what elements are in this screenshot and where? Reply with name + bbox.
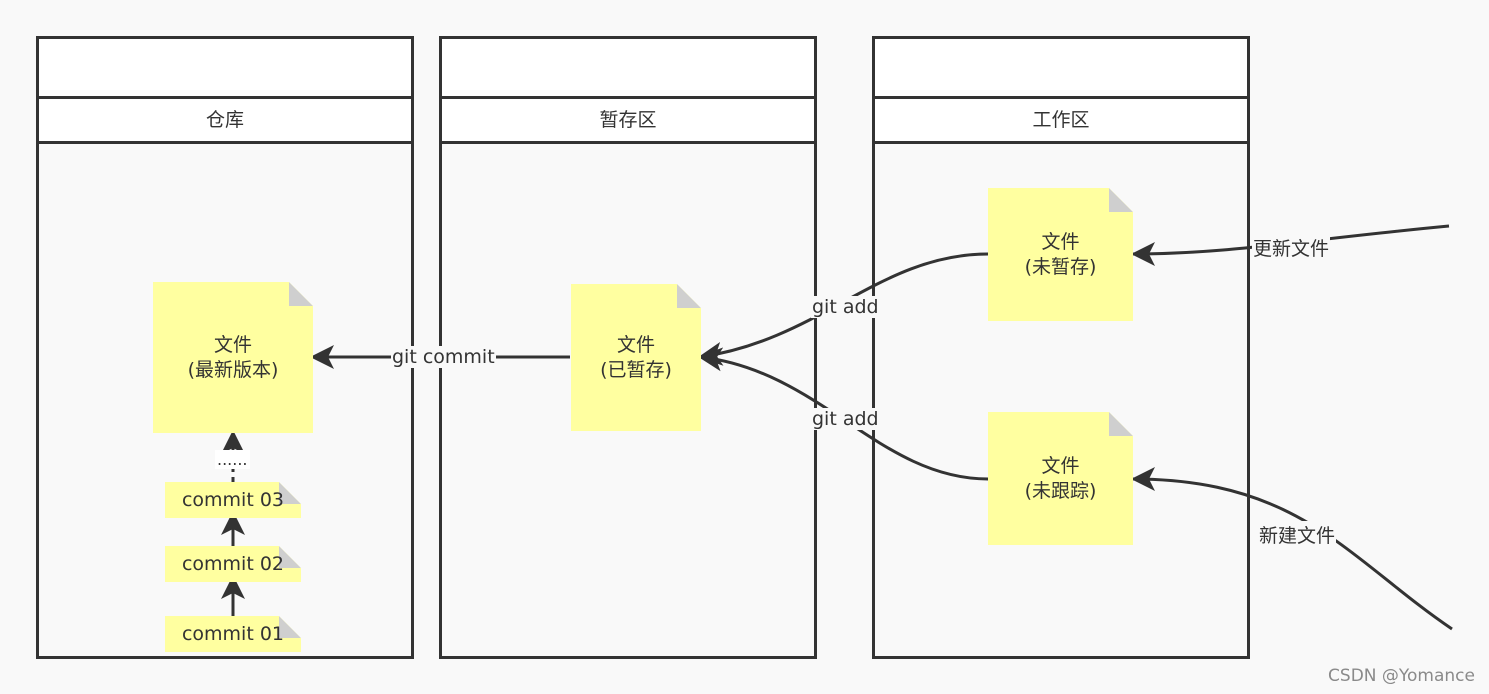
new-file-label: 新建文件 bbox=[1258, 521, 1337, 548]
working-panel: 工作区 bbox=[872, 36, 1250, 659]
commit-01-note: commit 01 bbox=[165, 616, 301, 652]
repo-latest-file-note: 文件 (最新版本) bbox=[153, 282, 313, 433]
staging-panel-title: 暂存区 bbox=[442, 99, 814, 144]
note-line-1: 文件 bbox=[1041, 230, 1080, 253]
note-line-1: 文件 bbox=[1041, 454, 1080, 477]
git-add-untracked-label: git add bbox=[811, 408, 880, 430]
note-text: 文件 (未暂存) bbox=[988, 230, 1133, 280]
repository-panel-title: 仓库 bbox=[39, 99, 411, 144]
watermark: CSDN @Yomance bbox=[1328, 666, 1475, 686]
commit-02-note: commit 02 bbox=[165, 546, 301, 582]
note-text: 文件 (最新版本) bbox=[153, 333, 313, 383]
note-line-1: 文件 bbox=[213, 333, 252, 356]
note-line-2: (未暂存) bbox=[1024, 255, 1097, 278]
working-panel-title: 工作区 bbox=[875, 99, 1247, 144]
git-add-unstaged-label: git add bbox=[811, 296, 880, 318]
note-text: 文件 (已暂存) bbox=[571, 333, 701, 383]
staged-file-note: 文件 (已暂存) bbox=[571, 284, 701, 431]
panel-header-blank bbox=[875, 39, 1247, 99]
commit-label: commit 03 bbox=[181, 489, 285, 511]
commit-label: commit 02 bbox=[181, 553, 285, 575]
panel-header-blank bbox=[39, 39, 411, 99]
note-line-1: 文件 bbox=[616, 333, 655, 356]
commit-ellipsis: ...... bbox=[215, 450, 250, 469]
commit-label: commit 01 bbox=[181, 623, 285, 645]
panel-header-blank bbox=[442, 39, 814, 99]
update-file-label: 更新文件 bbox=[1252, 234, 1331, 261]
note-line-2: (最新版本) bbox=[187, 358, 279, 381]
note-text: 文件 (未跟踪) bbox=[988, 454, 1133, 504]
untracked-file-note: 文件 (未跟踪) bbox=[988, 412, 1133, 545]
note-line-2: (未跟踪) bbox=[1024, 479, 1097, 502]
note-line-2: (已暂存) bbox=[600, 358, 672, 381]
git-commit-label: git commit bbox=[391, 346, 496, 368]
commit-03-note: commit 03 bbox=[165, 482, 301, 518]
staging-panel: 暂存区 bbox=[439, 36, 817, 659]
unstaged-file-note: 文件 (未暂存) bbox=[988, 188, 1133, 321]
